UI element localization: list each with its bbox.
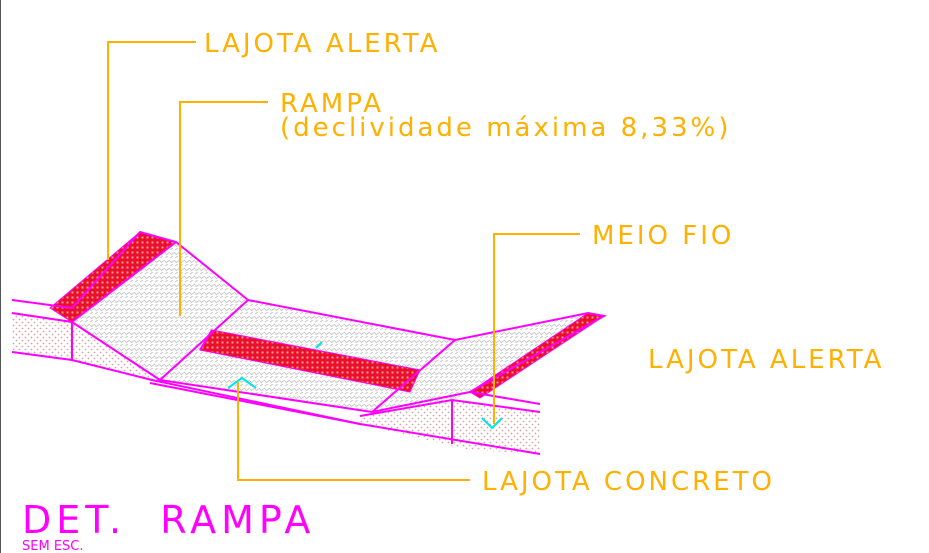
- section-arrows: [227, 341, 503, 430]
- label-lajota-concreto: LAJOTA CONCRETO: [482, 467, 775, 497]
- ramp-left-wing-paving: [72, 242, 248, 380]
- label-rampa: RAMPA: [280, 89, 384, 119]
- drawing-title: DET. RAMPA: [22, 498, 315, 542]
- leader-lines: [107, 41, 580, 481]
- label-rampa-note: (declividade máxima 8,33%): [280, 113, 731, 143]
- label-meio-fio: MEIO FIO: [592, 221, 734, 251]
- drawing-scale-note: SEM ESC.: [22, 539, 84, 553]
- ramp-right-wing-paving: [372, 313, 588, 412]
- label-lajota-alerta-top: LAJOTA ALERTA: [204, 29, 440, 59]
- label-lajota-alerta-right: LAJOTA ALERTA: [648, 345, 884, 375]
- ramp-outline: [11, 230, 607, 455]
- curb-left-soil: [12, 313, 160, 380]
